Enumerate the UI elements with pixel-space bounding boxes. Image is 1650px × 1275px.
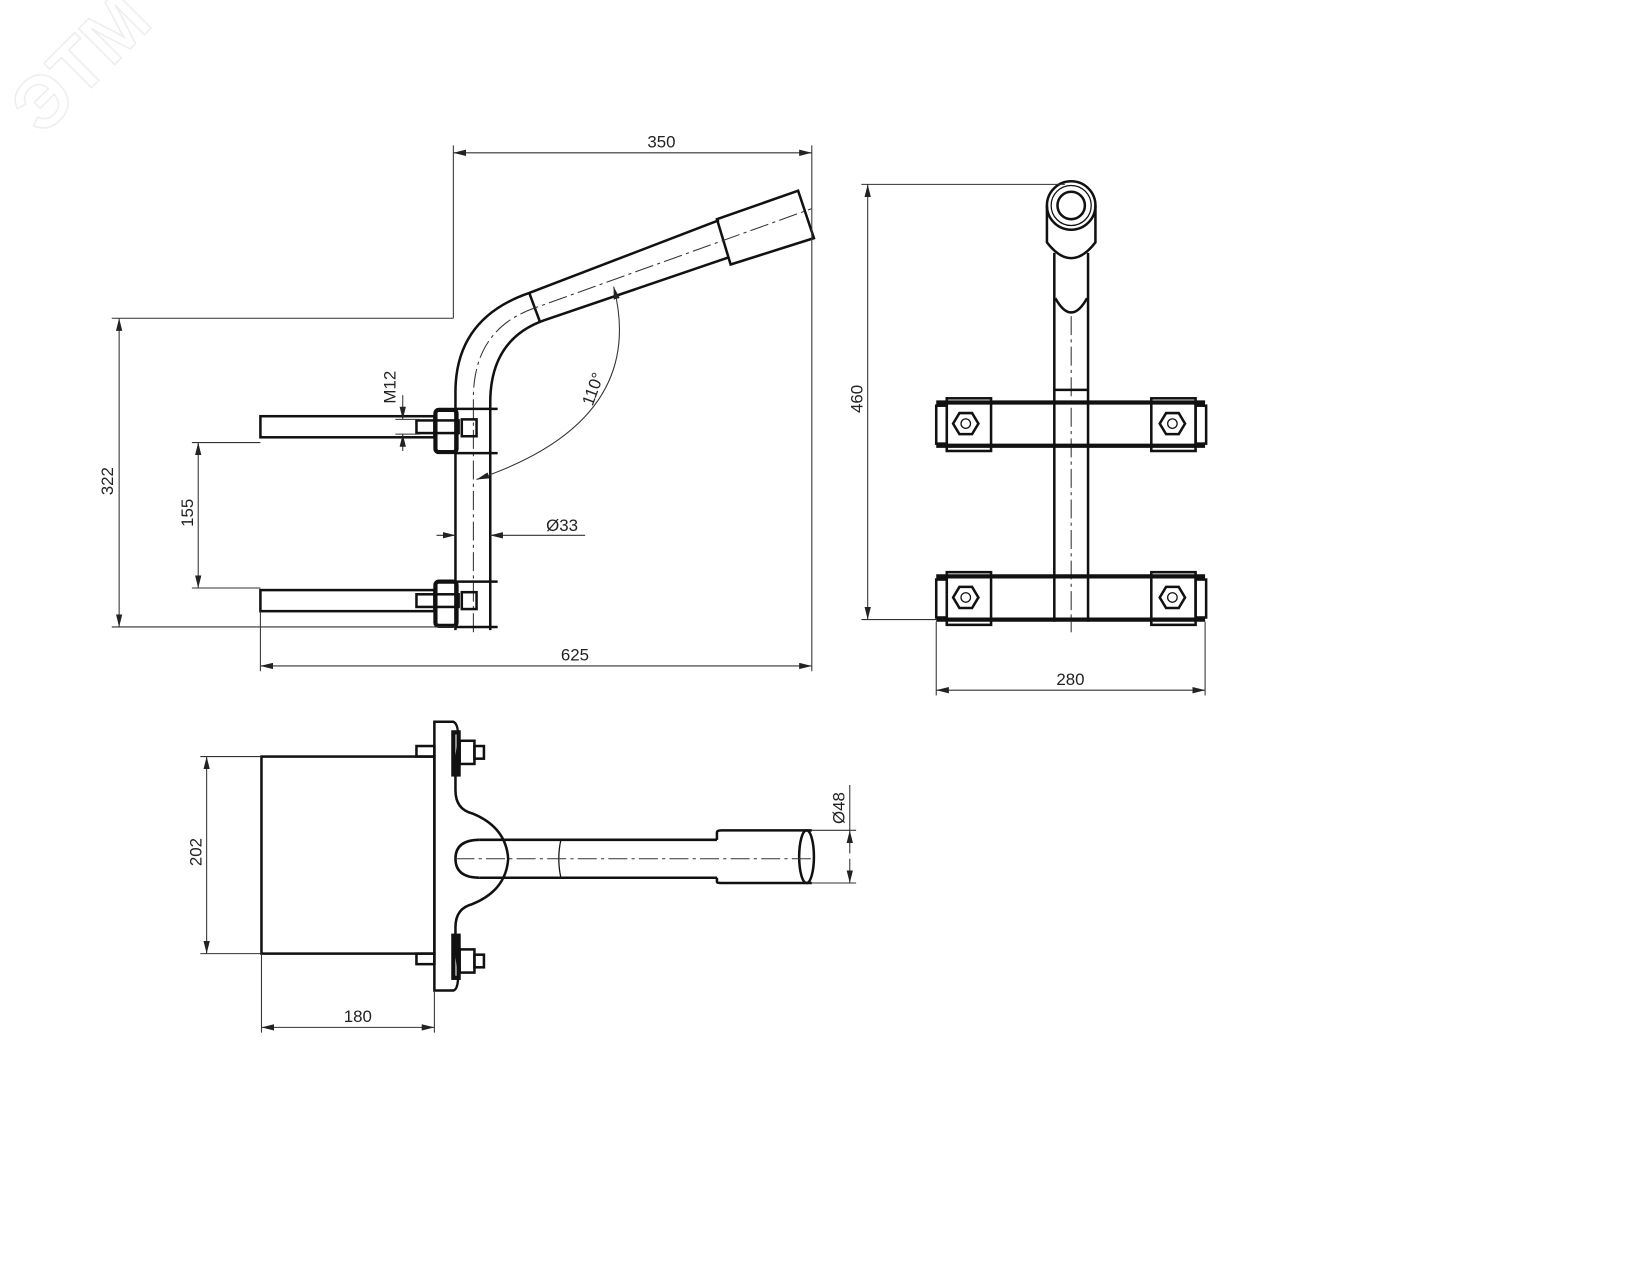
front-view: 460 280: [847, 179, 1208, 696]
dim-322: 322: [98, 467, 117, 495]
upper-bracket: [259, 407, 498, 455]
lower-bracket: [259, 579, 498, 629]
dim-m12: M12: [380, 371, 399, 404]
lower-clamp: [934, 570, 1208, 627]
side-view: 350 322 155 625 Ø33 M12 110°: [98, 133, 816, 672]
dim-d48: Ø48: [830, 792, 849, 824]
dim-202: 202: [186, 838, 205, 866]
dim-155: 155: [178, 499, 197, 527]
dim-460: 460: [847, 385, 866, 413]
dim-280: 280: [1056, 670, 1084, 689]
dim-angle-110: 110°: [578, 370, 607, 408]
dim-180: 180: [344, 1007, 372, 1026]
dim-d33: Ø33: [546, 516, 578, 535]
watermark-logo: ЭТМ: [0, 0, 166, 148]
dim-350: 350: [647, 133, 675, 152]
dim-625: 625: [561, 646, 589, 665]
top-view: 202 180 Ø48: [186, 720, 857, 1033]
upper-clamp: [934, 388, 1208, 453]
